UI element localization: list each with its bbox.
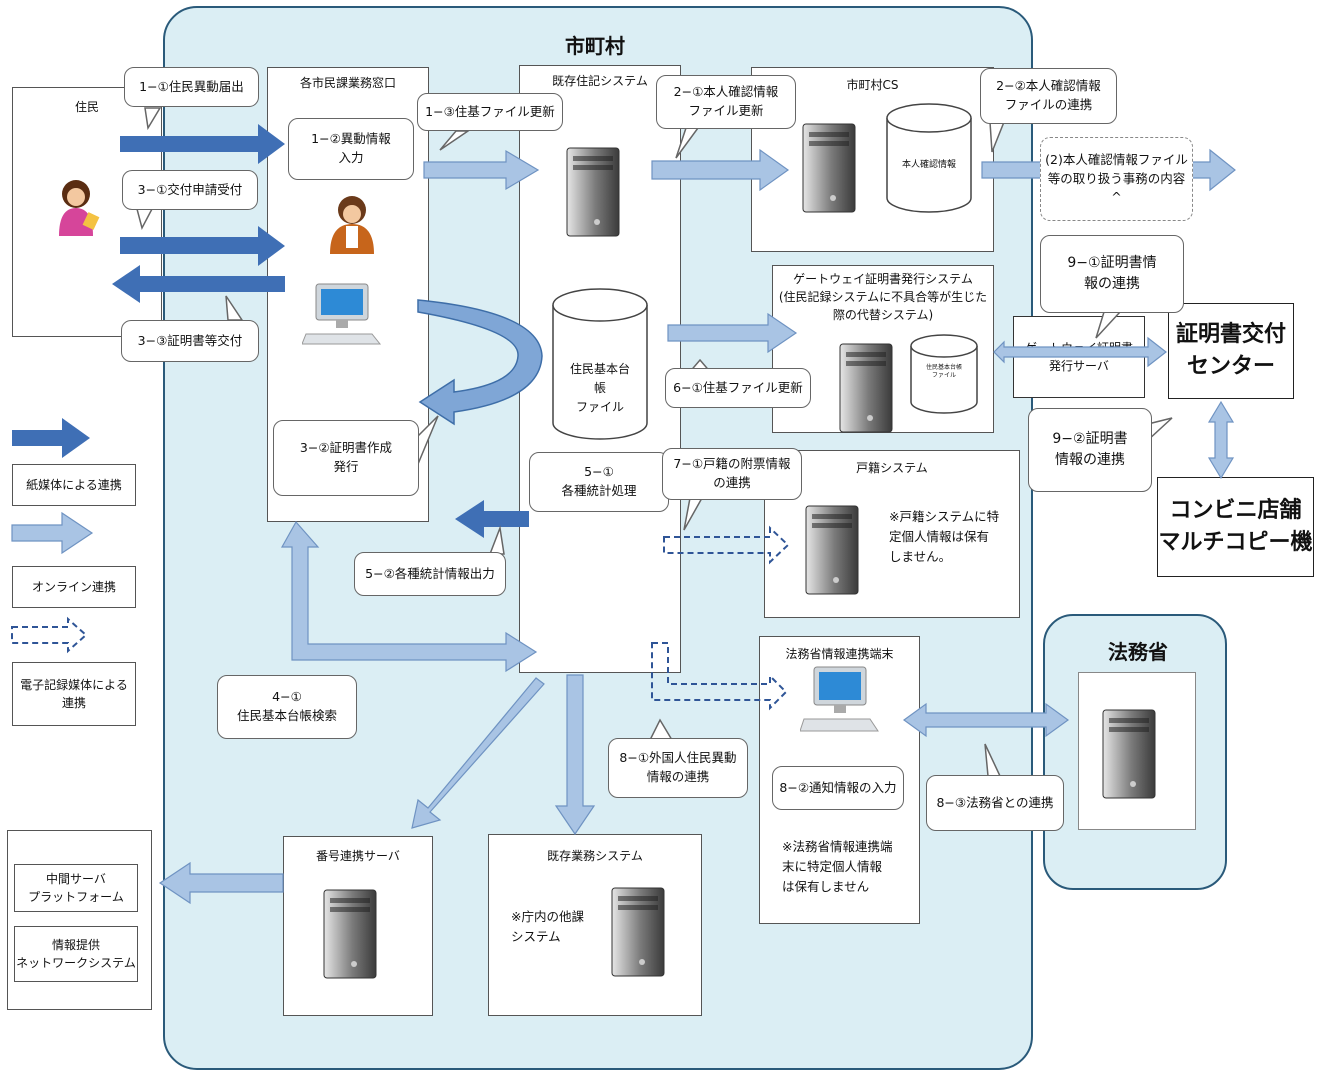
convenience-store-box: コンビニ店舗 マルチコピー機 bbox=[1157, 477, 1314, 577]
bubble-1-2: 1−②異動情報 入力 bbox=[288, 118, 414, 180]
city-cs-cylinder-label: 本人確認情報 bbox=[901, 160, 956, 170]
bubble-8-1: 8−①外国人住民異動 情報の連携 bbox=[608, 738, 748, 798]
bubble-8-2: 8−②通知情報の入力 bbox=[772, 766, 904, 810]
curved-arrow-3-2 bbox=[417, 299, 543, 426]
bubble-9-1: 9−①証明書情 報の連携 bbox=[1040, 235, 1184, 313]
cert-center-box: 証明書交付 センター bbox=[1168, 303, 1294, 399]
bubble-2-1: 2−①本人確認情報 ファイル更新 bbox=[656, 75, 796, 129]
bango-title: 番号連携サーバ bbox=[316, 849, 400, 863]
mid-server-label: 中間サーバ プラットフォーム bbox=[14, 864, 138, 912]
existing-server-icon bbox=[611, 887, 665, 977]
city-cs-title: 市町村CS bbox=[846, 78, 899, 92]
bubble-5-1: 5−① 各種統計処理 bbox=[529, 452, 669, 512]
bubble-3-3: 3−③証明書等交付 bbox=[121, 320, 259, 362]
bubble-1-1: 1−①住民異動届出 bbox=[124, 67, 259, 107]
legend-paper: 紙媒体による連携 bbox=[12, 464, 136, 506]
bubble-6-1: 6−①住基ファイル更新 bbox=[665, 368, 811, 408]
moj-computer-icon bbox=[800, 666, 879, 732]
bubble-2-2: 2−②本人確認情報 ファイルの連携 bbox=[980, 68, 1117, 124]
city-cs-cylinder bbox=[886, 103, 972, 213]
electronic-arrows bbox=[11, 525, 790, 711]
juki-server-icon bbox=[566, 147, 620, 237]
bubble-3-1: 3−①交付申請受付 bbox=[122, 170, 258, 210]
juki-cylinder-label: 住民基本台帳 ファイル bbox=[569, 362, 630, 415]
gateway-cylinder-label: 住民基本台帳 ファイル bbox=[925, 364, 962, 379]
clerk-person-icon bbox=[330, 196, 374, 254]
koseki-server-icon bbox=[805, 505, 859, 595]
bubble-2-note: (2)本人確認情報ファイル 等の取り扱う事務の内容 ^ bbox=[1040, 137, 1193, 221]
online-arrows bbox=[11, 148, 1236, 905]
bubble-5-2: 5−②各種統計情報出力 bbox=[354, 552, 506, 596]
paper-arrows bbox=[12, 124, 529, 538]
moj-server-icon bbox=[1102, 709, 1156, 799]
computer-icon bbox=[302, 283, 382, 345]
bubble-7-1: 7−①戸籍の附票情報 の連携 bbox=[662, 448, 802, 500]
info-network-label: 情報提供 ネットワークシステム bbox=[14, 926, 138, 982]
juki-file-cylinder bbox=[552, 288, 648, 440]
moj-terminal-title: 法務省情報連携端末 bbox=[785, 647, 894, 661]
bubble-8-3: 8−③法務省との連携 bbox=[926, 775, 1064, 831]
moj-terminal-note: ※法務省情報連携端 末に特定個人情報 は保有しません bbox=[782, 839, 893, 894]
legend-electronic: 電子記録媒体による 連携 bbox=[12, 662, 136, 726]
juki-title: 既存住記システム bbox=[552, 74, 648, 88]
bubble-4-1: 4−① 住民基本台帳検索 bbox=[217, 675, 357, 739]
bubble-1-3: 1−③住基ファイル更新 bbox=[417, 93, 563, 131]
existing-business-box: 既存業務システム ※庁内の他課 システム bbox=[488, 834, 702, 1016]
window-title: 各市民課業務窓口 bbox=[299, 76, 396, 90]
city-title: 市町村 bbox=[565, 34, 625, 58]
gateway-server-icon bbox=[839, 343, 893, 433]
koseki-note: ※戸籍システムに特 定個人情報は保有 しません。 bbox=[889, 509, 1000, 564]
gateway-cylinder bbox=[910, 334, 978, 414]
moj-title: 法務省 bbox=[1108, 640, 1168, 664]
bubble-3-2: 3−②証明書作成 発行 bbox=[273, 420, 419, 496]
gateway-title: ゲートウェイ証明書発行システム (住民記録システムに不具合等が生じた 際の代替シ… bbox=[778, 272, 988, 322]
bango-server-icon bbox=[323, 889, 377, 979]
resident-person-icon bbox=[59, 180, 100, 236]
existing-note: ※庁内の他課 システム bbox=[511, 909, 584, 944]
bubble-9-2: 9−②証明書 情報の連携 bbox=[1028, 408, 1152, 492]
resident-title: 住民 bbox=[74, 100, 99, 114]
city-cs-server-icon bbox=[802, 123, 856, 213]
legend-online: オンライン連携 bbox=[12, 566, 136, 608]
existing-title: 既存業務システム bbox=[547, 849, 643, 863]
koseki-title: 戸籍システム bbox=[856, 461, 928, 475]
